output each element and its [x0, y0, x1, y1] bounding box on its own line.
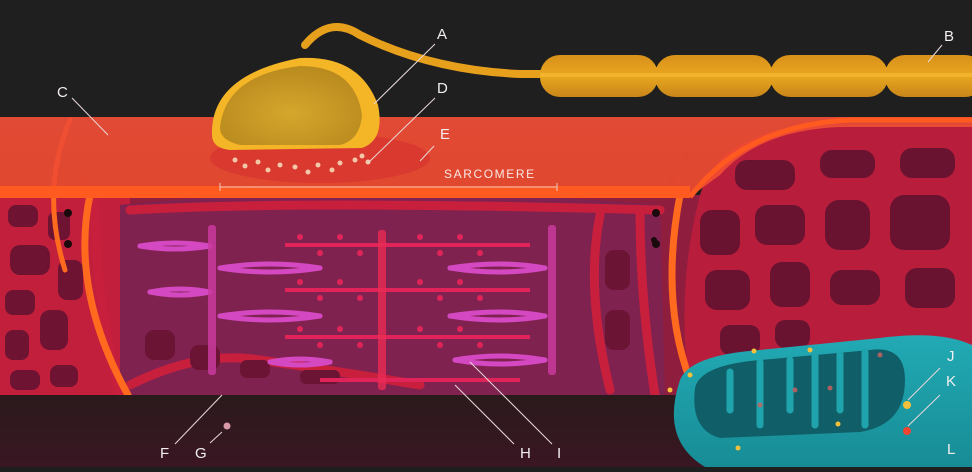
label-k: K [946, 374, 957, 389]
sarcomere-label: SARCOMERE [444, 167, 536, 181]
matrix-granule-dot [903, 427, 911, 435]
label-d: D [437, 81, 448, 96]
atp-synthase-dot [903, 401, 911, 409]
label-a: A [437, 27, 448, 42]
g-dot [224, 423, 231, 430]
label-b: B [944, 29, 955, 44]
label-i: I [557, 446, 562, 461]
label-j: J [947, 349, 955, 364]
label-e: E [440, 127, 451, 142]
label-c: C [57, 85, 68, 100]
m-line [378, 230, 386, 390]
label-f: F [160, 446, 170, 461]
label-h: H [520, 446, 531, 461]
label-g: G [195, 446, 207, 461]
label-l: L [947, 442, 956, 457]
